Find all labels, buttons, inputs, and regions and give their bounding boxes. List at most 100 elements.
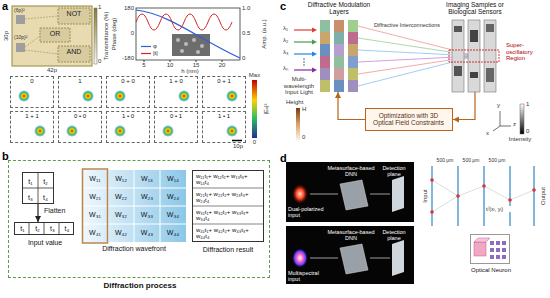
text-label: Phase (deg) xyxy=(111,18,118,51)
optimization-box: Optimization with 3D Optical Field Const… xyxy=(365,108,453,131)
node-text: t₂ xyxy=(30,225,45,233)
text-label: 42p xyxy=(40,67,64,74)
node-text: Diffraction result xyxy=(192,246,264,254)
edge-label: Flatten xyxy=(44,207,78,215)
field-plot: 1 + 0 xyxy=(154,76,198,108)
field-plot: 0 • 0 xyxy=(58,111,102,143)
node-text: W₂₂ xyxy=(108,193,134,201)
node-text: W₄₂ xyxy=(108,229,134,237)
text-label: 0 xyxy=(302,134,310,141)
text-label: (6p)² xyxy=(14,8,44,14)
node-text: t₃ xyxy=(45,225,60,233)
node-text: W₁₂ xyxy=(108,175,134,183)
connector xyxy=(453,92,475,120)
node-text: w₄₁t₁+ w₄₂t₂+ w₄₃t₃+ w₄₄t₄ xyxy=(196,227,262,239)
phase-chart xyxy=(136,8,240,62)
node-text: W₃₂ xyxy=(108,211,134,219)
text-label: AND xyxy=(58,48,90,56)
setup-image: Dual-polarized input Metasurface-based DN… xyxy=(286,162,414,222)
weight-matrix: W₁₁W₁₂W₁₃W₁₄W₂₁W₂₂W₂₃W₂₄W₃₁W₃₂W₃₃W₃₄W₄₁W… xyxy=(82,170,186,242)
text-label: Super-oscillatory Region xyxy=(506,42,548,62)
text-label: 500 μm xyxy=(458,158,484,164)
node-text: W₂₁ xyxy=(82,193,108,201)
text-label: a xyxy=(2,0,12,12)
field-plot: 0 xyxy=(10,76,54,108)
node-text: Metasurface-based DNN xyxy=(326,229,376,241)
field-plot: 0 + 1 xyxy=(202,76,246,108)
text-label: λ₁ xyxy=(283,25,294,32)
field-plot: 1 + 1 xyxy=(10,111,54,143)
text-label: 0 xyxy=(118,30,134,37)
text-label: 1.0 xyxy=(242,5,256,12)
text-label: x xyxy=(486,130,492,137)
text-label: Output xyxy=(540,187,547,205)
connector xyxy=(338,92,365,120)
node-text: 0 • 0 xyxy=(59,113,101,120)
node-text: Metasurface-based DNN xyxy=(326,165,376,177)
text-label: Transmittance (%) xyxy=(103,12,110,61)
matrix-grid xyxy=(22,169,264,243)
node-text: Multispectral input xyxy=(288,270,324,282)
text-label: 30p xyxy=(3,31,10,41)
node-text: Optimization with 3D Optical Field Const… xyxy=(368,112,449,126)
text-label: 20 xyxy=(216,62,228,69)
field-plot: 0 • 1 xyxy=(154,111,198,143)
node-text: Imaging Samples or Biological Sensors xyxy=(438,1,512,15)
node-text: W₄₁ xyxy=(82,229,108,237)
text-label: 500 μm xyxy=(484,158,510,164)
text-label: 0.5 xyxy=(242,30,256,37)
field-plot: 0 + 0 xyxy=(106,76,150,108)
text-label: 0 xyxy=(242,55,256,62)
text-label: Input xyxy=(422,189,429,202)
node-text: Diffraction process xyxy=(9,282,271,291)
text-label: 10 xyxy=(164,62,176,69)
modulation-layers: Diffractive Modulation Layers xyxy=(318,20,360,92)
node-text: t₁ xyxy=(23,178,38,186)
node-text: t₂ xyxy=(38,178,53,186)
text-label: Intensity xyxy=(500,136,540,143)
node-text: 1 + 1 xyxy=(11,113,53,120)
text-label: Multi-wavelength Input Light xyxy=(281,76,317,96)
text-label: H xyxy=(302,106,310,113)
process-frame: Diffraction processt₁t₂t₃t₄t₁t₂t₃t₄Input… xyxy=(8,160,270,278)
node-text: t₄ xyxy=(60,225,74,233)
text-label: h (nm) xyxy=(170,68,210,75)
text-label: 1 xyxy=(526,101,534,108)
text-label: c xyxy=(280,0,290,12)
text-label: y xyxy=(497,102,503,109)
legend-text: φ xyxy=(153,43,173,50)
text-label: 0 xyxy=(245,139,264,146)
node-text: w₂₁t₁+ w₂₂t₂+ w₂₃t₃+ w₂₄t₄ xyxy=(196,191,262,203)
node-text: W₄₃ xyxy=(134,229,160,237)
text-label: -180 xyxy=(118,55,134,62)
node-text: 0 xyxy=(11,78,53,85)
node-text: t₃ xyxy=(23,194,38,202)
field-plot: 1 xyxy=(58,76,102,108)
node-text: W₃₃ xyxy=(134,211,160,219)
node-text: 1 • 1 xyxy=(203,113,245,120)
node-text: Diffractive Modulation Layers xyxy=(304,1,374,15)
node-text: Dual-polarized input xyxy=(288,206,324,218)
text-label: 5 xyxy=(138,62,150,69)
field-plot: 1 • 1 xyxy=(202,111,246,143)
node-text: Diffraction wavefront xyxy=(82,245,186,253)
text-label: λₙ xyxy=(283,65,294,72)
diffractive-network xyxy=(294,20,524,140)
connector xyxy=(37,204,38,222)
node-text: t₁ xyxy=(15,225,30,233)
neuron-box: Optical Neuron xyxy=(470,234,510,264)
text-label: 10p xyxy=(228,143,248,150)
node-text: w₁₁t₁+ w₁₂t₂+ w₁₃t₃+ w₁₄t₄ xyxy=(196,173,262,185)
text-label: tᵢˡ(xᵢ, yᵢ) xyxy=(486,206,516,212)
text-label: b xyxy=(2,150,12,162)
text-label: OR xyxy=(40,30,70,38)
text-label: |Eₓ|² xyxy=(263,103,270,114)
node-text: W₁₁ xyxy=(82,175,108,183)
node-text: t₄ xyxy=(38,194,53,202)
text-label: 0 xyxy=(526,128,534,135)
node-text: 0 • 1 xyxy=(155,113,197,120)
node-text: 0 + 1 xyxy=(203,78,245,85)
text-label: Max xyxy=(245,72,264,79)
